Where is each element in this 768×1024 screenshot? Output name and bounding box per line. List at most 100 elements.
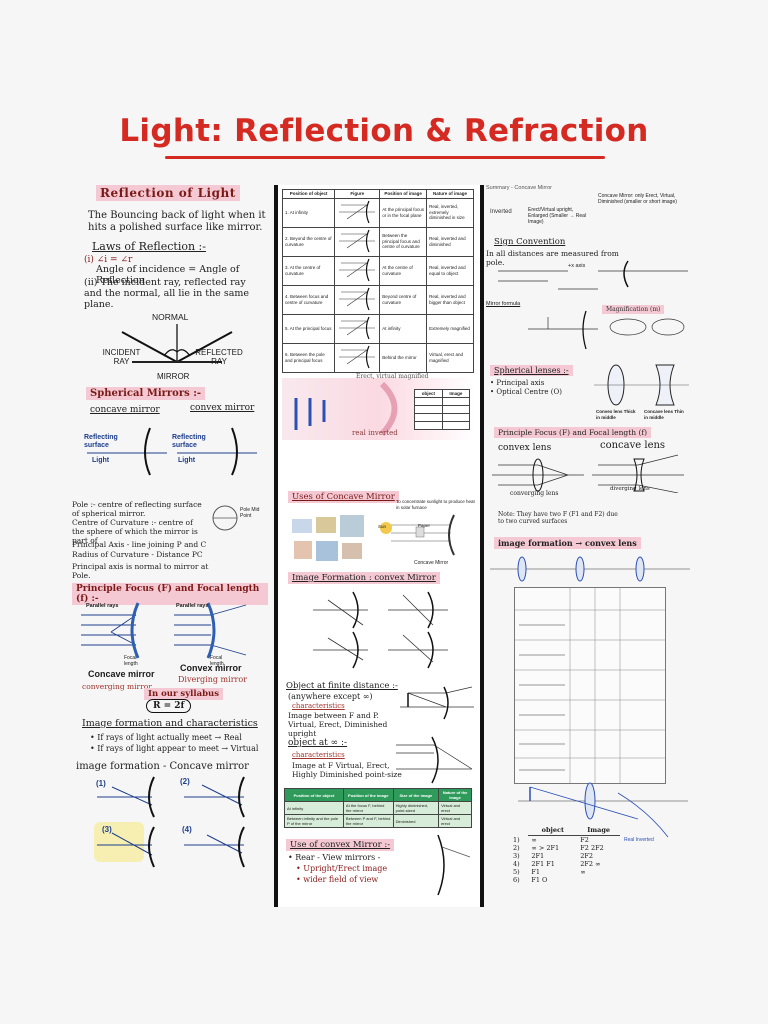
uses-photos [290, 511, 370, 566]
green-r0-c3: Virtual and erect [438, 801, 472, 815]
label-light-1: Light [92, 457, 110, 464]
ray-figure [339, 200, 376, 223]
column-reflection: Reflection of Light The Bouncing back of… [72, 185, 268, 905]
lens-cell-0: 1) [513, 835, 520, 844]
heading-image-concave: image formation - Concave mirror [76, 761, 249, 772]
cell-position-image: Beyond centre of curvature [379, 284, 428, 315]
summary-right: Concave Mirror: only Erect, Virtual, Dim… [598, 193, 677, 205]
lens-cell-1: 2F1 [531, 852, 545, 860]
cell-position-object: 3. At the centre of curvature [281, 255, 336, 286]
law-1-text: Angle of incidence = Angle of Reflection [96, 264, 240, 286]
real-inverted-label: real inverted [352, 429, 398, 437]
pole-mid-label: Pole Mid Point [240, 507, 260, 519]
concave-mirror-label: Concave Mirror [414, 560, 449, 566]
cell-figure [334, 255, 381, 286]
lens-cell-0: 3) [513, 852, 520, 860]
lens-cell-0: 2) [513, 844, 520, 852]
real-inverted-note: Real Inverted [624, 837, 654, 843]
cell-figure [334, 342, 381, 373]
law-2-text: (ii) The incident ray, reflected ray and… [84, 277, 249, 310]
lens-th-index [510, 825, 528, 836]
lens-cell-2: F2 2F2 [580, 844, 604, 852]
lens-bullet-1: • Principal axis [490, 379, 545, 387]
label-converging-lens: converging lens [510, 490, 559, 497]
heading-reflection: Reflection of Light [96, 185, 240, 201]
sun-label: Sun [378, 524, 387, 529]
parallel-rays-1: Parallel rays [86, 603, 119, 609]
formula-diagram [528, 310, 685, 350]
case-3: (3) [102, 825, 112, 834]
label-reflecting-surface-1: Reflecting surface [84, 434, 118, 449]
lens-cell-2: 2F2 ∞ [580, 860, 601, 868]
uses-note: To concentrate sunlight to produce heat … [396, 499, 475, 510]
caption-convex-mirror: Convex mirror [180, 663, 242, 673]
caption-concave-mirror: Concave mirror [88, 669, 155, 679]
axis-def: Principal Axis - line joining P and C [72, 540, 207, 549]
heading-object-infinity: object at ∞ :- [288, 738, 348, 748]
green-r1-c0: Between infinity and the pole P of the m… [284, 814, 344, 828]
green-th-3: Nature of the image [438, 788, 472, 802]
green-th-2: Size of the image [392, 788, 440, 802]
heading-spherical-lenses: Spherical lenses :- [490, 365, 573, 376]
cell-position-object: 1. At infinity [281, 197, 336, 228]
cell-position-object: 5. At the principal focus [281, 313, 336, 344]
cell-figure [334, 197, 381, 228]
finite-characteristics: Image between F and P. Virtual, Erect, D… [288, 711, 388, 738]
radius-def: Radius of Curvature - Distance PC [72, 550, 203, 559]
lens-cell-1: 2F1 F1 [531, 860, 555, 868]
lens-bullet-2: • Optical Centre (O) [490, 388, 562, 396]
ray-figure [339, 316, 376, 339]
lens-cell-1: ∞ > 2F1 [531, 844, 560, 852]
label-normal: NORMAL [152, 312, 189, 322]
formula-r-2f: R = 2f [146, 699, 192, 713]
photo-1 [292, 519, 312, 533]
cell-nature-image: Real, inverted and equal to object [426, 255, 474, 286]
lens-cell-2: 2F2 [580, 852, 594, 860]
bullet-virtual-text: If rays of light appear to meet → Virtua… [97, 744, 259, 753]
column-concave-convex: Position of object Figure Position of im… [274, 185, 484, 907]
label-incident-ray: INCIDENT RAY [102, 348, 141, 366]
rear-view-diagram [437, 834, 471, 896]
concave-lens-caption: Concave lens Thin in middle [644, 409, 684, 420]
heading-finite-distance: Object at finite distance :- [286, 681, 398, 691]
use-convex-bullet-3-text: wider field of view [303, 875, 379, 884]
green-r0-c0: At infinity [284, 801, 344, 815]
infinity-characteristics: Image at F Virtual, Erect, Highly Dimini… [292, 761, 402, 779]
lens-table-row: 6)F1 O [510, 876, 620, 884]
law-1-symbol: (i) ∠i = ∠r [84, 255, 133, 265]
centre-def: Centre of Curvature :- centre of the sph… [72, 518, 198, 545]
lens-bullet-2-text: Optical Centre (O) [496, 388, 562, 396]
sign-note: In all distances are measured from pole. [486, 249, 619, 267]
page-title: Light: Reflection & Refraction [119, 113, 649, 149]
syllabus-label: In our syllabus [144, 688, 224, 700]
cell-position-object: 4. Between focus and centre of curvature [281, 284, 336, 315]
erect-virtual-label: Erect, virtual magnified [356, 373, 429, 380]
lens-table-row: 2) ∞ > 2F1 F2 2F2 [510, 844, 620, 852]
reflection-definition: The Bouncing back of light when it hits … [88, 210, 266, 233]
ray-figure [339, 345, 376, 368]
lens-th-object: object [528, 825, 578, 836]
summary-left: Inverted [490, 209, 512, 215]
summary-title: Summary - Concave Mirror [486, 185, 553, 191]
th-position-image: Position of image [379, 189, 428, 199]
heading-spherical-mirrors: Spherical Mirrors :- [86, 387, 206, 400]
label-reflected-ray: REFLECTED RAY [195, 348, 243, 366]
cell-position-object: 6. Between the pole and principal focus [281, 342, 336, 373]
mirror-formula-label: Mirror formula [486, 301, 521, 307]
lens-cell-1: F1 O [531, 876, 548, 884]
heading-sign-convention: Sign Convention [494, 237, 566, 247]
real-inverted-diagram [518, 782, 688, 838]
axis-note: Principal axis is normal to mirror at Po… [72, 562, 209, 580]
summary-mid: Erect/Virtual upright, Enlarged (Smaller… [528, 207, 587, 225]
lens-cell-1: ∞ [531, 836, 537, 844]
lens-note: Note: They have two F (F1 and F2) due to… [498, 511, 618, 525]
lens-th-image: Image [577, 825, 620, 836]
label-convex: convex mirror [190, 403, 255, 413]
convex-image-table: Position of the object Position of the i… [284, 788, 472, 828]
